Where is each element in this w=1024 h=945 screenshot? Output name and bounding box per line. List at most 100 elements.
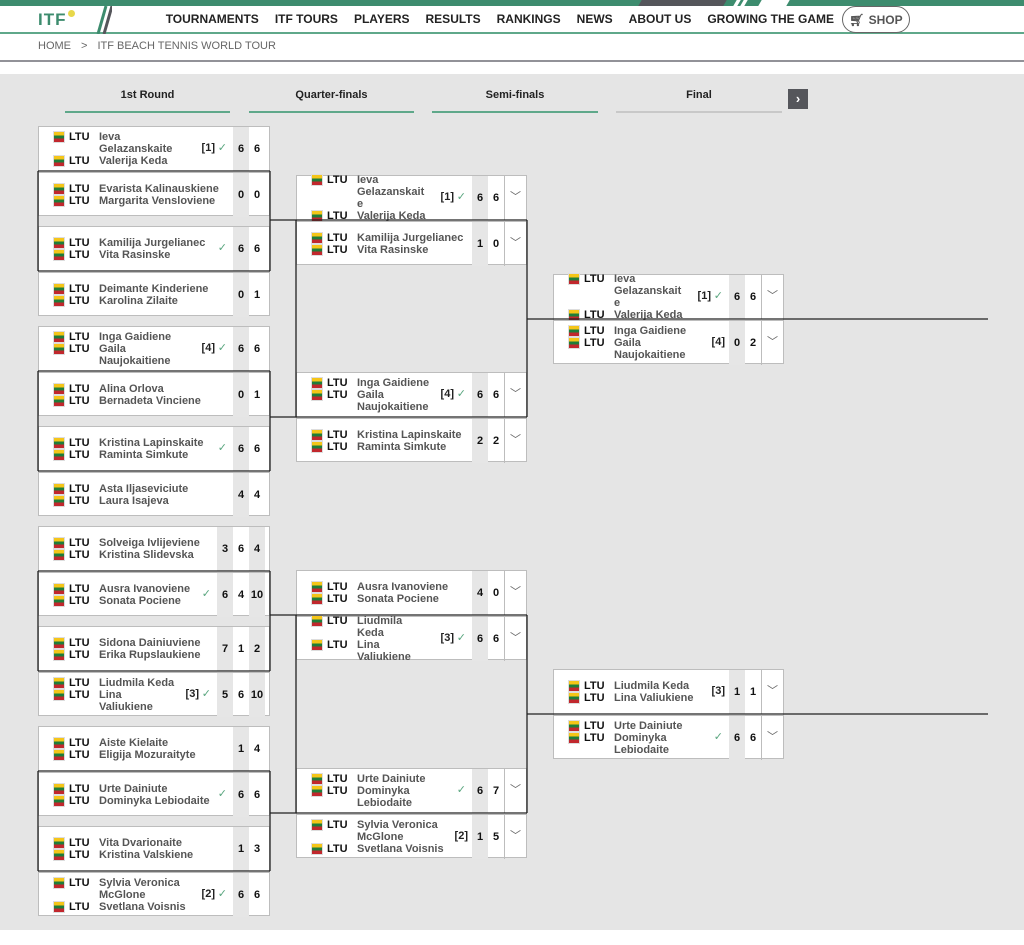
player-name[interactable]: Sylvia Veronica McGlone <box>357 819 438 843</box>
player-name[interactable]: Liudmila Keda <box>614 680 690 692</box>
player-name[interactable]: Dominyka Lebiodaite <box>614 732 670 756</box>
player-name[interactable]: Erika Rupslaukiene <box>99 649 201 661</box>
breadcrumb-home[interactable]: HOME <box>38 40 71 52</box>
player-name[interactable]: Kristina Lapinskaite <box>357 429 462 441</box>
player-name[interactable]: Vita Rasinske <box>99 249 171 261</box>
player-name[interactable]: Sylvia Veronica McGlone <box>99 877 180 901</box>
player-name[interactable]: Sonata Pociene <box>99 595 181 607</box>
expand-chevron-icon[interactable]: ﹀ <box>761 670 783 714</box>
player-name[interactable]: Ieva Gelazanskaite <box>357 174 425 210</box>
player-name[interactable]: Kamilija Jurgelianec <box>357 232 464 244</box>
player-name[interactable]: Inga Gaidiene <box>357 377 430 389</box>
expand-chevron-icon[interactable]: ﹀ <box>761 321 783 365</box>
player-name[interactable]: Laura Isajeva <box>99 495 169 507</box>
expand-chevron-icon[interactable]: ﹀ <box>504 176 526 220</box>
nav-link-about-us[interactable]: ABOUT US <box>628 12 692 26</box>
breadcrumb-current[interactable]: ITF BEACH TENNIS WORLD TOUR <box>97 40 276 52</box>
player-name[interactable]: Urte Dainiute <box>614 720 683 732</box>
player-name[interactable]: Ieva Gelazanskaite <box>614 273 682 309</box>
player-name[interactable]: Lina Valiukiene <box>357 639 411 663</box>
player-name[interactable]: Lina Valiukiene <box>614 692 694 704</box>
player-name[interactable]: Asta Iljaseviciute <box>99 483 189 495</box>
nav-link-rankings[interactable]: RANKINGS <box>496 12 561 26</box>
itf-logo[interactable]: ITF <box>38 10 75 30</box>
nav-link-results[interactable]: RESULTS <box>425 12 481 26</box>
player-name[interactable]: Kristina Lapinskaite <box>99 437 204 449</box>
player-name[interactable]: Valerija Keda <box>99 155 168 167</box>
player-name[interactable]: Ausra Ivanoviene <box>99 583 191 595</box>
player-name[interactable]: Valerija Keda <box>614 309 683 321</box>
player-name[interactable]: Aiste Kielaite <box>99 737 169 749</box>
player-name[interactable]: Kristina Valskiene <box>99 849 194 861</box>
player-name[interactable]: Solveiga Ivlijeviene <box>99 537 200 549</box>
player-name[interactable]: Margarita Vensloviene <box>99 195 216 207</box>
player-name[interactable]: Ausra Ivanoviene <box>357 581 449 593</box>
expand-chevron-icon[interactable]: ﹀ <box>761 275 783 319</box>
player-name[interactable]: Gaila Naujokaitiene <box>99 343 171 367</box>
round-tab-0[interactable]: 1st Round <box>65 89 230 113</box>
shop-button[interactable]: 🛒︎SHOP <box>842 6 910 33</box>
player-name[interactable]: Alina Orlova <box>99 383 164 395</box>
expand-chevron-icon[interactable]: ﹀ <box>504 373 526 417</box>
player-name[interactable]: Gaila Naujokaitiene <box>614 337 686 361</box>
nav-link-tournaments[interactable]: TOURNAMENTS <box>165 12 259 26</box>
player-name[interactable]: Lina Valiukiene <box>99 689 153 713</box>
player-name[interactable]: Raminta Simkute <box>99 449 189 461</box>
player-name[interactable]: Kamilija Jurgelianec <box>99 237 206 249</box>
player-name[interactable]: Inga Gaidiene <box>99 331 172 343</box>
player-name[interactable]: Deimante Kinderiene <box>99 283 209 295</box>
player-name[interactable]: Urte Dainiute <box>99 783 168 795</box>
player-name[interactable]: Dominyka Lebiodaite <box>357 785 413 809</box>
expand-chevron-icon[interactable]: ﹀ <box>504 769 526 813</box>
player-name[interactable]: Karolina Zilaite <box>99 295 178 307</box>
expand-chevron-icon[interactable]: ﹀ <box>504 571 526 615</box>
player-name[interactable]: Gaila Naujokaitiene <box>357 389 429 413</box>
expand-chevron-icon[interactable]: ﹀ <box>504 815 526 859</box>
player-name[interactable]: Evarista Kalinauskiene <box>99 183 219 195</box>
player-name[interactable]: Vita Rasinske <box>357 244 429 256</box>
player-name[interactable]: Sonata Pociene <box>357 593 439 605</box>
player-name[interactable]: Inga Gaidiene <box>614 325 687 337</box>
round-tab-3[interactable]: Final <box>616 89 782 113</box>
nav-link-players[interactable]: PLAYERS <box>353 12 410 26</box>
player-name[interactable]: Urte Dainiute <box>357 773 426 785</box>
player-name[interactable]: Dominyka Lebiodaite <box>99 795 210 807</box>
nav-link-growing-the-game[interactable]: GROWING THE GAME <box>707 12 834 26</box>
next-round-button[interactable]: › <box>788 89 808 109</box>
player-name[interactable]: Liudmila Keda <box>99 677 175 689</box>
round-tab-2[interactable]: Semi-finals <box>432 89 598 113</box>
round-tab-1[interactable]: Quarter-finals <box>249 89 414 113</box>
expand-chevron-icon[interactable]: ﹀ <box>504 419 526 463</box>
player-name[interactable]: Ieva Gelazanskaite <box>99 131 173 155</box>
player-name[interactable]: Sidona Dainiuviene <box>99 637 201 649</box>
expand-chevron-icon[interactable]: ﹀ <box>504 617 526 661</box>
player-name[interactable]: Eligija Mozuraityte <box>99 749 196 761</box>
player-name[interactable]: Valerija Keda <box>357 210 426 222</box>
expand-chevron-icon[interactable]: ﹀ <box>504 222 526 266</box>
nav-link-news[interactable]: NEWS <box>576 12 613 26</box>
expand-chevron-icon[interactable]: ﹀ <box>761 716 783 760</box>
player-name[interactable]: Kristina Slidevska <box>99 549 194 561</box>
player-name[interactable]: Vita Dvarionaite <box>99 837 182 849</box>
player-name[interactable]: Liudmila Keda <box>357 615 403 639</box>
player-name[interactable]: Raminta Simkute <box>357 441 447 453</box>
player-name[interactable]: Svetlana Voisnis <box>357 843 444 855</box>
nav-link-itf-tours[interactable]: ITF TOURS <box>274 12 338 26</box>
player-name[interactable]: Bernadeta Vinciene <box>99 395 201 407</box>
player-name[interactable]: Svetlana Voisnis <box>99 901 186 913</box>
